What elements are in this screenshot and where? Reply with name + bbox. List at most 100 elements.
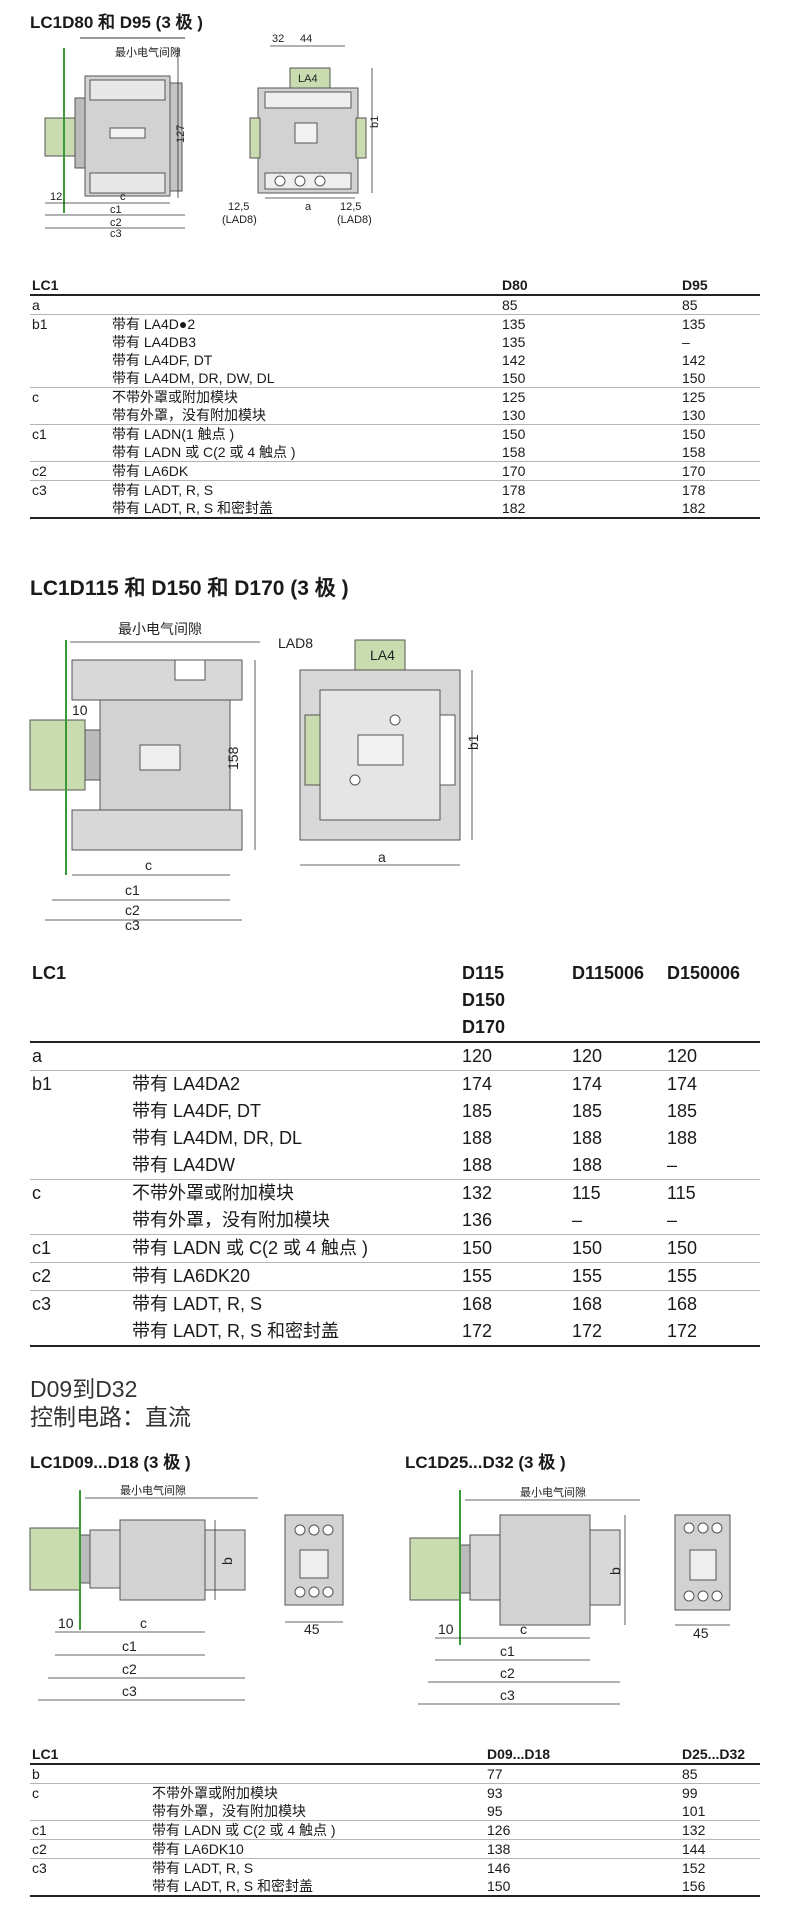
section3-left-min-clearance: 最小电气间隙 bbox=[120, 1483, 186, 1497]
table-cell: 135 bbox=[502, 334, 526, 350]
table-cell: c bbox=[30, 1783, 150, 1802]
table-cell: 150 bbox=[665, 1234, 760, 1263]
section1-lad8-left: (LAD8) bbox=[222, 214, 257, 226]
table-cell: 146 bbox=[485, 1858, 680, 1877]
table-cell: 155 bbox=[570, 1262, 665, 1291]
table-cell bbox=[30, 499, 110, 518]
table-header-cell bbox=[150, 1745, 485, 1764]
table-cell bbox=[30, 351, 110, 369]
section3-left-dim-b: b bbox=[219, 1557, 235, 1565]
table-cell: c3 bbox=[30, 1858, 150, 1877]
table-cell: 带有 LA4DF, DT bbox=[132, 1101, 262, 1121]
table-cell: 172 bbox=[462, 1321, 493, 1341]
table-cell: 带有 LA4DA2 bbox=[130, 1070, 460, 1098]
section1-dim-125-right: 12,5 bbox=[340, 201, 361, 213]
section3-right-dim-c2: c2 bbox=[500, 1665, 515, 1681]
table-cell: 182 bbox=[682, 500, 706, 516]
table-cell: 152 bbox=[680, 1858, 760, 1877]
table-cell bbox=[30, 1152, 130, 1180]
table-cell: 带有 LADN 或 C(2 或 4 触点 ) bbox=[150, 1820, 485, 1840]
section2-dim-c: c bbox=[145, 857, 152, 873]
section1-dim-c1: c1 bbox=[110, 204, 122, 216]
section3-right-min-clearance: 最小电气间隙 bbox=[520, 1485, 586, 1499]
table-cell: 136 bbox=[462, 1210, 493, 1230]
table-cell bbox=[150, 1763, 485, 1784]
table-cell: c3 bbox=[30, 480, 110, 499]
table-cell: 188 bbox=[667, 1128, 698, 1148]
section1-dim-44: 44 bbox=[300, 33, 312, 45]
table-cell: – bbox=[667, 1210, 678, 1230]
table-cell: 带有 LADT, R, S bbox=[130, 1290, 460, 1318]
table-header-row: LC1 D80 D95 bbox=[30, 276, 760, 295]
table-cell bbox=[30, 1207, 130, 1235]
table-cell: 150 bbox=[460, 1234, 570, 1263]
table-header-row: D150 bbox=[30, 987, 760, 1014]
table-cell: – bbox=[667, 1155, 678, 1175]
section3-left-dim-c2: c2 bbox=[122, 1661, 137, 1677]
section3-left-title: LC1D09...D18 (3 极 ) bbox=[30, 1453, 191, 1472]
table-header-row: D170 bbox=[30, 1014, 760, 1042]
table-cell: 带有 LA4D●2 bbox=[110, 314, 500, 333]
section1-dim-32: 32 bbox=[272, 33, 284, 45]
section3-right-dim-b: b bbox=[607, 1567, 623, 1575]
table-cell: 185 bbox=[462, 1101, 493, 1121]
section3-diagram: 最小电气间隙 b 10 c c1 c2 c3 45 最小电气间隙 b 10 c bbox=[29, 1483, 731, 1705]
table-cell: – bbox=[682, 334, 690, 350]
table-header-cell: D80 bbox=[502, 277, 528, 293]
table-cell: 158 bbox=[682, 444, 706, 460]
section2-side-view bbox=[29, 659, 243, 851]
table-cell bbox=[30, 1318, 130, 1346]
section3-right-front-view bbox=[674, 1514, 731, 1611]
table-header-row: LC1 D09...D18 D25...D32 bbox=[30, 1745, 760, 1764]
table-cell: 172 bbox=[667, 1321, 698, 1341]
table-cell: 85 bbox=[500, 294, 680, 315]
table-cell: c1 bbox=[30, 1234, 130, 1263]
table-cell: c1 bbox=[30, 1820, 150, 1840]
section3-right-dim-45: 45 bbox=[693, 1625, 709, 1641]
table-cell: c2 bbox=[30, 461, 110, 481]
table-cell: 182 bbox=[502, 500, 526, 516]
table-cell: c bbox=[30, 1179, 130, 1207]
section2-diagram: 最小电气间隙 158 10 c c1 c2 c3 LA4 LAD8 b1 a bbox=[29, 621, 481, 930]
table-cell: 142 bbox=[502, 352, 526, 368]
section1-lad8-right: (LAD8) bbox=[337, 214, 372, 226]
section2-dim-c1: c1 bbox=[125, 882, 140, 898]
section3-left-dim-c1: c1 bbox=[122, 1638, 137, 1654]
table-cell: 132 bbox=[680, 1820, 760, 1840]
table-cell: c bbox=[30, 387, 110, 406]
table-cell: 144 bbox=[680, 1839, 760, 1859]
table-cell: 155 bbox=[665, 1262, 760, 1291]
table-cell: 99 bbox=[680, 1783, 760, 1802]
section1-dim-12: 12 bbox=[50, 191, 62, 203]
table-cell: a bbox=[30, 1041, 130, 1071]
table-cell: a bbox=[30, 294, 110, 315]
table-cell: 132 bbox=[460, 1179, 570, 1207]
table-cell: c1 bbox=[30, 424, 110, 443]
table-cell: 138 bbox=[485, 1839, 680, 1859]
table-header-cell: D09...D18 bbox=[487, 1746, 551, 1762]
section3-right-dim-c1: c1 bbox=[500, 1643, 515, 1659]
section3-heading-line2: 控制电路：直流 bbox=[30, 1404, 191, 1430]
section2-dim-c3: c3 bbox=[125, 917, 140, 930]
section2-front-view bbox=[299, 639, 461, 841]
section2-la4: LA4 bbox=[370, 647, 395, 663]
table-cell: 带有 LADN(1 触点 ) bbox=[110, 424, 500, 443]
table-cell: 188 bbox=[462, 1155, 493, 1175]
table-cell: 93 bbox=[485, 1783, 680, 1802]
table-cell: 120 bbox=[570, 1041, 665, 1071]
